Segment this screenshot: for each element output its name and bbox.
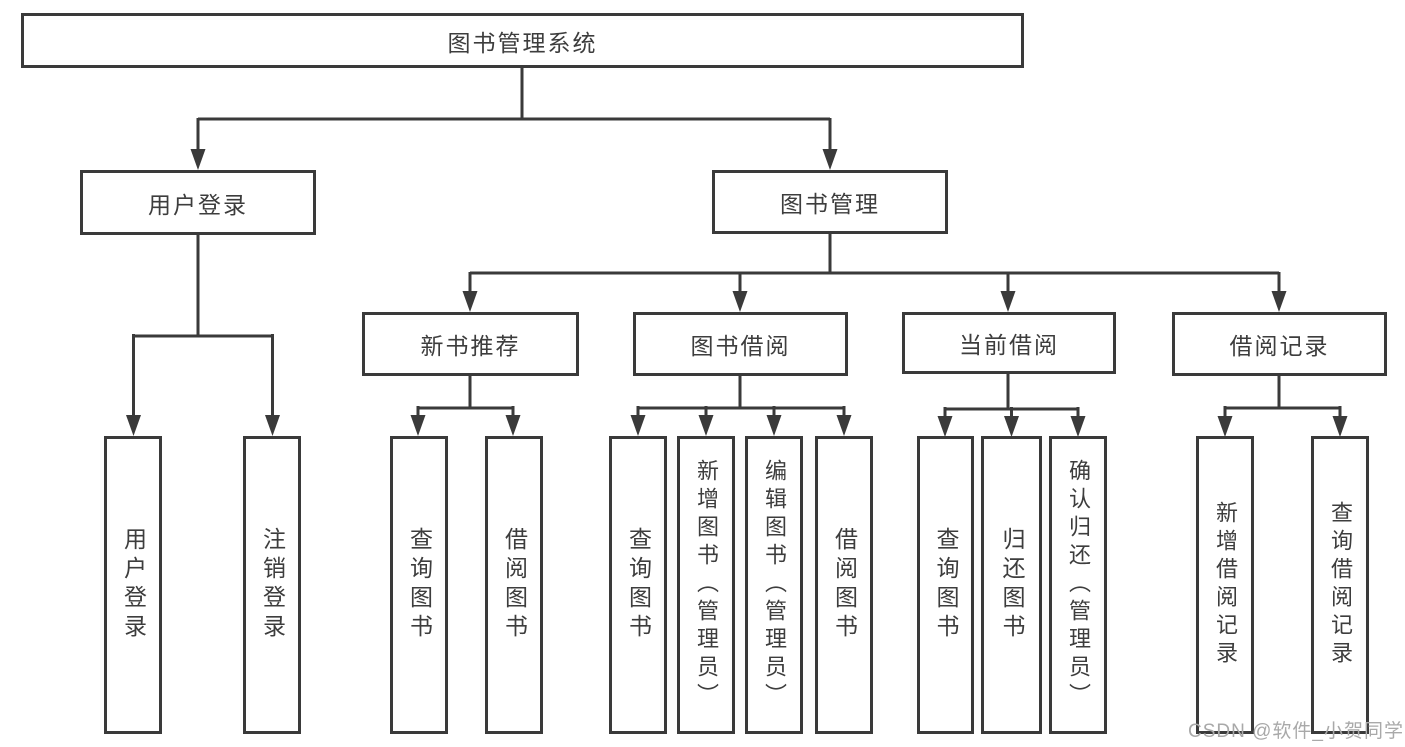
node-book-management: 图书管理 <box>712 170 948 234</box>
leaf-query-books-recommend: 查询图书 <box>390 436 448 734</box>
leaf-add-borrow-record: 新增借阅记录 <box>1196 436 1254 734</box>
leaf-add-book-admin: 新增图书（管理员） <box>677 436 735 734</box>
leaf-confirm-return-admin: 确认归还（管理员） <box>1049 436 1107 734</box>
leaf-query-borrow-record: 查询借阅记录 <box>1311 436 1369 734</box>
node-new-book-recommend: 新书推荐 <box>362 312 579 376</box>
leaf-query-books-current: 查询图书 <box>917 436 974 734</box>
leaf-user-login: 用户登录 <box>104 436 162 734</box>
node-user-login: 用户登录 <box>80 170 316 235</box>
node-library-management-system: 图书管理系统 <box>21 13 1024 68</box>
leaf-borrow-books-recommend: 借阅图书 <box>485 436 543 734</box>
leaf-logout: 注销登录 <box>243 436 301 734</box>
arrowheads <box>126 149 1348 437</box>
node-book-borrowing: 图书借阅 <box>633 312 848 376</box>
leaf-return-book: 归还图书 <box>981 436 1042 734</box>
csdn-watermark: CSDN @软件_小贺同学 <box>1188 721 1404 742</box>
leaf-borrow-books-borrow: 借阅图书 <box>815 436 873 734</box>
leaf-edit-book-admin: 编辑图书（管理员） <box>745 436 803 734</box>
node-borrowing-records: 借阅记录 <box>1172 312 1387 376</box>
leaf-query-books-borrow: 查询图书 <box>609 436 667 734</box>
node-current-borrowing: 当前借阅 <box>902 312 1116 374</box>
